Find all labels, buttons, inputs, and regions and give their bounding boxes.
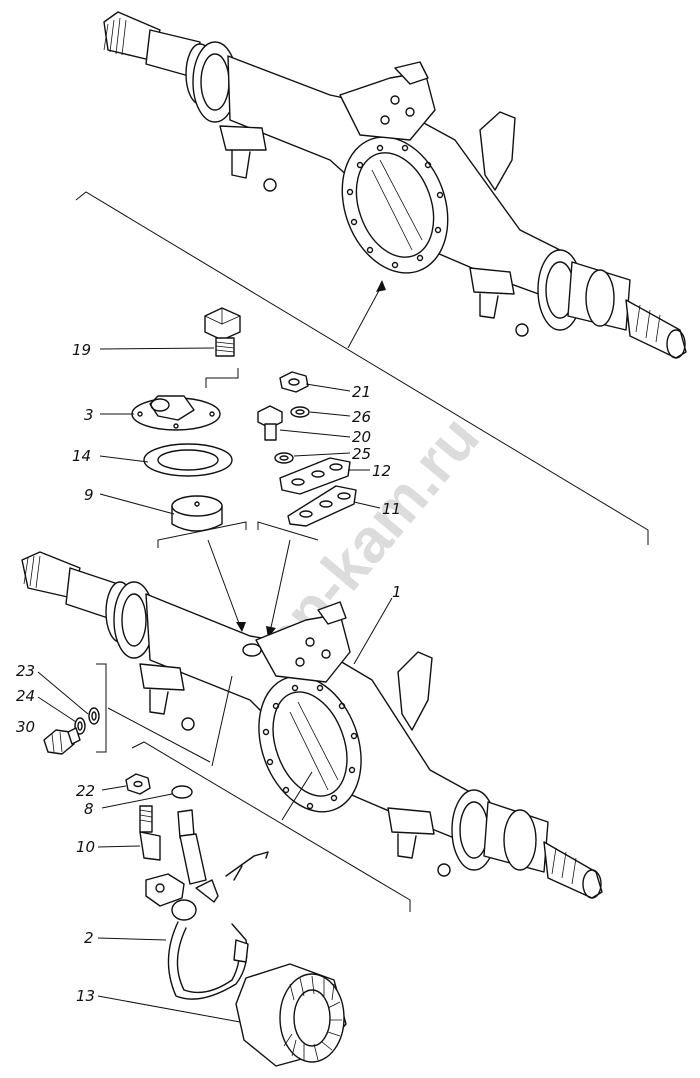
part-13-gear-sleeve: [235, 963, 347, 1067]
callout-3: 3: [84, 406, 94, 424]
callout-14: 14: [72, 447, 91, 465]
bolt-19-to-cap-leader: [205, 368, 239, 388]
bottom-axle-housing: [21, 551, 603, 899]
part-24-washer: [74, 717, 86, 735]
callout-23: 23: [16, 662, 35, 680]
part-21-nut: [279, 371, 309, 393]
part-25-washer: [274, 452, 294, 464]
group-bracket-bottom: [131, 741, 411, 912]
callout-10: 10: [76, 838, 95, 856]
callout-12: 12: [372, 462, 391, 480]
top-axle-housing: [103, 11, 687, 359]
part-23-washer: [88, 707, 100, 725]
callout-13: 13: [76, 987, 95, 1005]
part-11-plate: [287, 485, 357, 527]
part-30-fitting: [43, 727, 81, 755]
part-12-gasket-plate: [279, 457, 351, 495]
callout-26: 26: [352, 408, 371, 426]
callout-20: 20: [352, 428, 371, 446]
callout-11: 11: [382, 500, 401, 518]
callout-25: 25: [352, 445, 371, 463]
arrow-plate-to-axle: [269, 539, 291, 633]
part-22-nut: [125, 773, 151, 795]
part-14-gasket: [143, 443, 233, 477]
callout-1: 1: [392, 583, 402, 601]
part-8-ring: [171, 785, 193, 799]
part-10-stud: [139, 805, 161, 861]
valve-leader: [107, 707, 211, 763]
group-bracket-plates: [257, 521, 319, 541]
arrow-cover-to-axle: [207, 539, 241, 627]
arrow-to-valve-port: [211, 675, 233, 767]
part-3-cover: [131, 395, 221, 431]
callout-2: 2: [84, 929, 94, 947]
callout-21: 21: [352, 383, 371, 401]
part-20-bolt: [257, 405, 283, 441]
group-bracket-cover: [157, 521, 247, 548]
arrow-to-top-axle: [347, 284, 383, 349]
clamp-shaft: [177, 809, 269, 885]
callout-22: 22: [76, 782, 95, 800]
part-26-washer: [290, 406, 310, 418]
callout-19: 19: [72, 341, 91, 359]
callout-24: 24: [16, 687, 35, 705]
callout-leaders: [37, 347, 393, 1023]
part-9-bushing: [171, 495, 223, 532]
callout-30: 30: [16, 718, 35, 736]
callout-9: 9: [84, 486, 94, 504]
part-2-clamp: [145, 873, 249, 1000]
part-19-bolt: [204, 307, 241, 357]
group-bracket-valve: [96, 663, 107, 753]
arrow-to-clamp: [281, 771, 313, 821]
callout-8: 8: [84, 800, 94, 818]
group-bracket-top: [75, 191, 649, 545]
